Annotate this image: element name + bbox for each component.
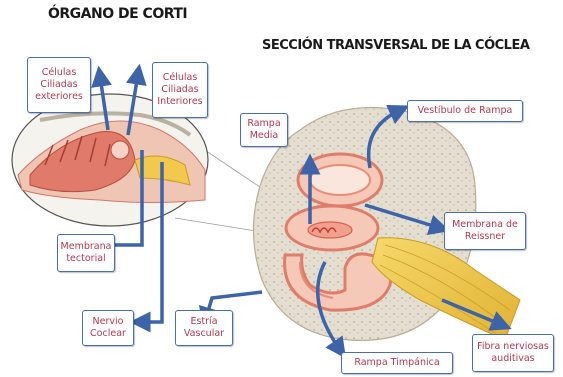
label-membrana-reissner: Membrana de Reissner: [444, 212, 526, 250]
label-nervio-coclear: Nervio Coclear: [82, 310, 134, 346]
label-rampa-media: Rampa Media: [240, 113, 288, 147]
label-estria-vascular: Estría Vascular: [175, 310, 233, 346]
label-vestibulo-rampa: Vestíbulo de Rampa: [407, 100, 523, 122]
label-membrana-tectorial: Membrana tectorial: [57, 234, 115, 272]
label-rampa-timpanica: Rampa Timpánica: [341, 352, 453, 374]
label-fibra-nerviosas: Fibra nerviosas auditivas: [472, 334, 554, 372]
label-celulas-interiores: Células Ciliadas Interiores: [152, 62, 208, 118]
label-celulas-exteriores: Células Ciliadas exteriores: [27, 57, 91, 113]
